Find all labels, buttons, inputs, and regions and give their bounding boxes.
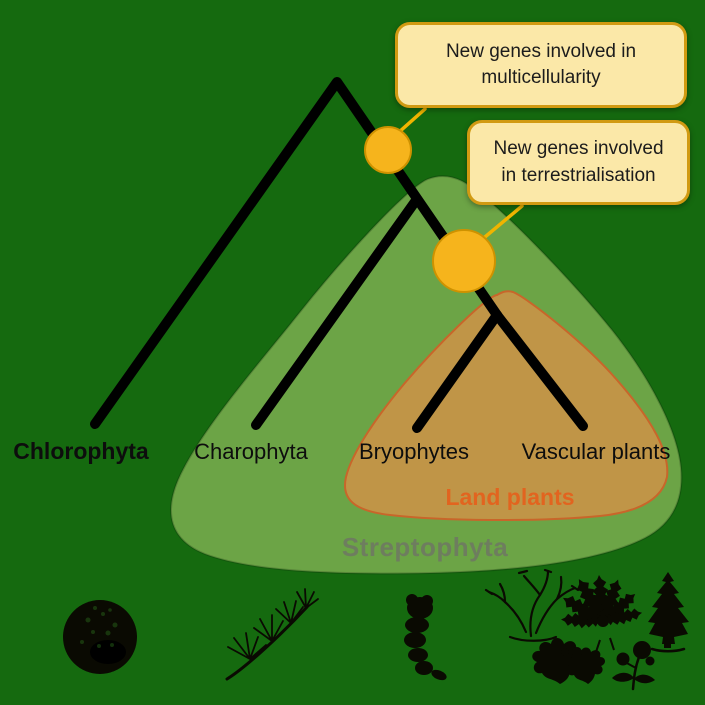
connector-terrestrialisation [477, 204, 524, 244]
callout-text-line: in terrestrialisation [501, 164, 656, 186]
callout-connectors [396, 107, 524, 244]
callout-terrestrialisation: New genes involved in terrestrialisation [467, 120, 690, 205]
label-vascular-plants: Vascular plants [521, 439, 671, 464]
callout-text-line: multicellularity [481, 67, 601, 88]
node-terrestrialisation [432, 229, 496, 293]
callout-text-line: New genes involved [493, 138, 664, 160]
callout-text-line: New genes involved in [445, 40, 637, 62]
node-multicellularity [364, 126, 412, 174]
branch-bryophytes [412, 310, 502, 433]
volvox-colonial-alga-icon [63, 600, 137, 674]
conifer-tree-icon [648, 572, 689, 653]
connector-multicellularity [396, 107, 427, 135]
label-streptophyta: Streptophyta [341, 532, 509, 562]
label-bryophytes: Bryophytes [358, 439, 470, 464]
callout-multicellularity: New genes involved in multicellularity [395, 22, 687, 108]
label-chlorophyta: Chlorophyta [13, 438, 149, 464]
flowering-plant-icon [612, 641, 655, 691]
label-land-plants: Land plants [445, 484, 575, 510]
branch-vascular-plants [492, 310, 588, 431]
early-land-plant-icon [484, 568, 580, 642]
label-charophyta: Charophyta [194, 439, 308, 464]
oak-leaves-icon [532, 638, 606, 684]
charophyte-alga-icon [225, 588, 319, 681]
liverwort-icon [404, 594, 447, 681]
callout-multicellularity-text: New genes involved in multicellularity [446, 39, 636, 91]
branch-charophyta [251, 194, 422, 430]
callout-terrestrialisation-text: New genes involved in terrestrialisation [493, 136, 663, 188]
fern-icon [558, 574, 644, 653]
land-plants-blob [344, 290, 669, 522]
